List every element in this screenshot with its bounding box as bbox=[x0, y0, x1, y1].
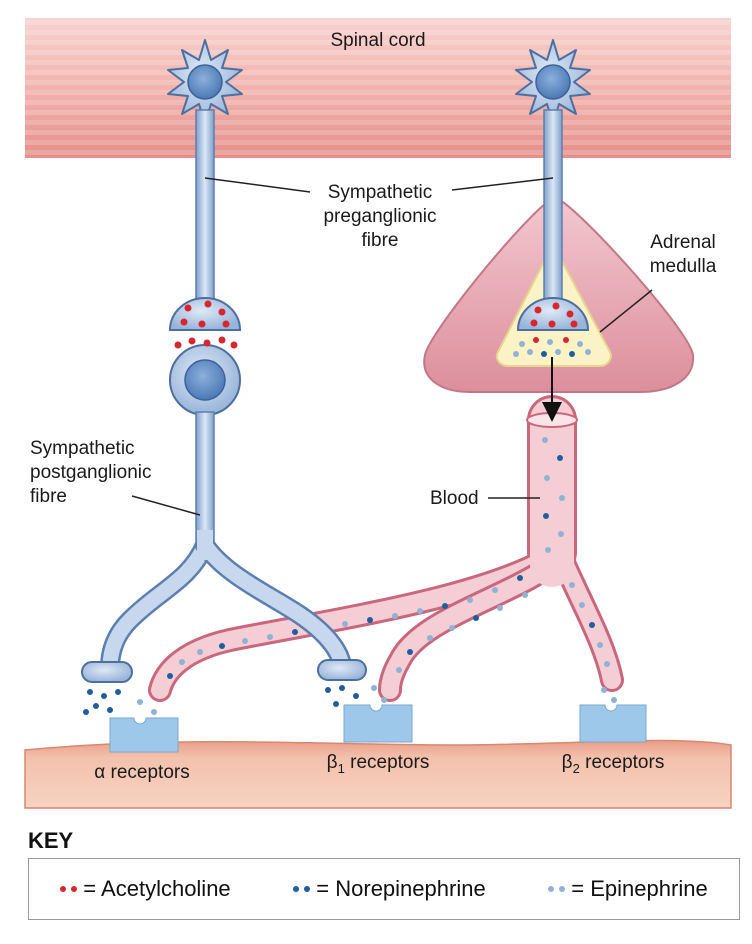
acetylcholine-dots-icon bbox=[60, 886, 78, 892]
key-label-epinephrine: = Epinephrine bbox=[571, 876, 708, 901]
blood-label: Blood bbox=[430, 488, 479, 509]
beta2-receptors-label: β2 receptors bbox=[562, 752, 665, 776]
key-label-norepinephrine: = Norepinephrine bbox=[316, 876, 486, 901]
spinal-cord-label: Spinal cord bbox=[330, 30, 425, 51]
postganglionic-label-line2: postganglionic bbox=[30, 462, 151, 483]
preganglionic-label-line2: preganglionic bbox=[323, 206, 436, 227]
adrenal-chemical-dots bbox=[513, 302, 591, 357]
label-leader-lines bbox=[131, 177, 653, 516]
preganglionic-neuron-right bbox=[515, 39, 591, 331]
key-item-epinephrine: = Epinephrine bbox=[548, 876, 708, 902]
preganglionic-label-line1: Sympathetic bbox=[328, 182, 433, 203]
key-title: KEY bbox=[28, 828, 74, 853]
key-item-norepinephrine: = Norepinephrine bbox=[293, 876, 486, 902]
epinephrine-dots-icon bbox=[548, 886, 566, 892]
postganglionic-label-line1: Sympathetic bbox=[30, 438, 135, 459]
acetylcholine-dots-ganglion bbox=[174, 300, 238, 349]
key-legend: = Acetylcholine = Norepinephrine = Epine… bbox=[28, 858, 740, 920]
key-label-acetylcholine: = Acetylcholine bbox=[83, 876, 231, 901]
preganglionic-label-line3: fibre bbox=[362, 230, 399, 251]
blood-vessel bbox=[148, 395, 624, 702]
spinal-cord bbox=[25, 18, 731, 158]
alpha-receptors-label: α receptors bbox=[94, 762, 189, 783]
alpha-receptor bbox=[109, 717, 179, 753]
beta1-receptor bbox=[343, 704, 413, 743]
beta2-receptor bbox=[579, 704, 647, 743]
beta1-receptors-label: β1 receptors bbox=[327, 752, 430, 776]
key-item-acetylcholine: = Acetylcholine bbox=[60, 876, 231, 902]
adrenal-label-line1: Adrenal bbox=[650, 232, 716, 253]
norepinephrine-dots-icon bbox=[293, 886, 311, 892]
postganglionic-neuron bbox=[81, 344, 367, 683]
postganglionic-label-line3: fibre bbox=[30, 486, 67, 507]
adrenal-label-line2: medulla bbox=[650, 256, 717, 277]
preganglionic-neuron-left bbox=[167, 39, 243, 331]
